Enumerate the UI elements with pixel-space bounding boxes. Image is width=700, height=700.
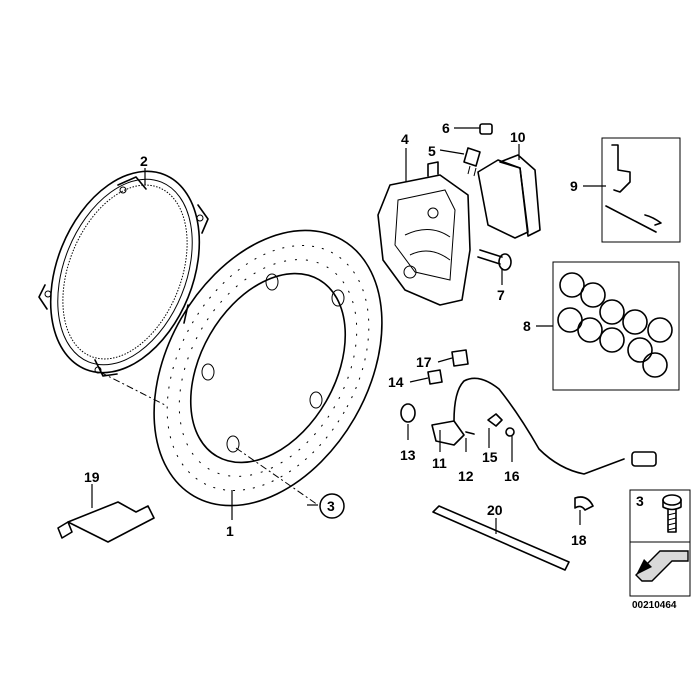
callout-8: 8 xyxy=(523,318,531,334)
callout-7: 7 xyxy=(497,287,505,303)
callout-20: 20 xyxy=(487,502,503,518)
leader-lines xyxy=(91,127,606,534)
legend-box: 3 xyxy=(629,489,691,597)
screw-icon xyxy=(662,494,682,533)
callout-3-circle xyxy=(319,493,345,519)
callout-13: 13 xyxy=(400,447,416,463)
arrow-icon xyxy=(635,550,689,582)
callout-16: 16 xyxy=(504,468,520,484)
callout-17: 17 xyxy=(416,354,432,370)
callout-3: 3 xyxy=(327,498,335,514)
sensor-ring xyxy=(38,170,209,406)
brake-pads xyxy=(477,154,541,239)
legend-ref-number: 3 xyxy=(636,493,644,509)
sensor-clips xyxy=(427,349,469,385)
seal-kit xyxy=(552,261,680,391)
sensor-assembly xyxy=(400,377,657,475)
callout-14: 14 xyxy=(388,374,404,390)
callout-5: 5 xyxy=(428,143,436,159)
callout-2: 2 xyxy=(140,153,148,169)
callout-15: 15 xyxy=(482,449,498,465)
callout-4: 4 xyxy=(401,131,409,147)
brake-disc xyxy=(153,229,383,507)
callout-1: 1 xyxy=(226,523,234,539)
callout-10: 10 xyxy=(510,129,526,145)
pad-pin-kit xyxy=(601,137,681,243)
grease-tube xyxy=(57,501,155,543)
callout-18: 18 xyxy=(571,532,587,548)
callout-9: 9 xyxy=(570,178,578,194)
cable-tie xyxy=(432,505,570,571)
grommet xyxy=(574,496,594,511)
caliper-bolt xyxy=(477,249,512,271)
bleed-valve xyxy=(463,123,493,177)
brake-caliper xyxy=(377,161,471,306)
cable-holder xyxy=(487,413,515,437)
callout-labels: 1 2 3 4 5 6 7 8 9 10 11 12 13 14 15 16 1… xyxy=(84,120,587,548)
callout-6: 6 xyxy=(442,120,450,136)
callout-19: 19 xyxy=(84,469,100,485)
drawing-code: 00210464 xyxy=(632,600,677,611)
callout-11: 11 xyxy=(432,455,447,471)
callout-12: 12 xyxy=(458,468,474,484)
